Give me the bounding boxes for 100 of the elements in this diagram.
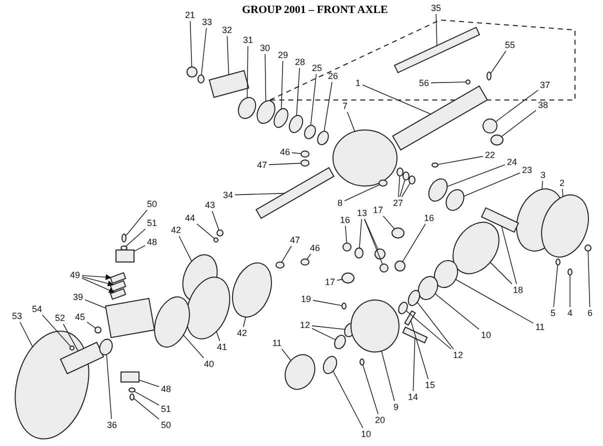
callout-number: 10 [480, 330, 492, 340]
callout-number: 28 [294, 57, 306, 67]
leader-line [359, 218, 362, 248]
leader-line [434, 293, 480, 330]
callout-number: 46 [279, 147, 291, 157]
callout-number: 43 [204, 200, 216, 210]
callout-number: 45 [74, 312, 86, 322]
callout-number: 21 [184, 10, 196, 20]
ring-part [300, 258, 310, 266]
ring-part [568, 268, 572, 276]
leader-line [125, 228, 146, 247]
leader-line [281, 348, 292, 361]
leader-line [542, 180, 543, 190]
leader-line [281, 246, 292, 263]
callout-number: 42 [170, 225, 182, 235]
callout-number: 51 [160, 404, 172, 414]
ring-part [466, 80, 470, 84]
leader-line [138, 380, 160, 388]
callout-number: 25 [311, 63, 323, 73]
callout-number: 48 [146, 237, 158, 247]
callout-number: 36 [106, 420, 118, 430]
callout-number: 46 [309, 243, 321, 253]
callout-number: 42 [236, 328, 248, 338]
ring-part [378, 180, 388, 186]
leader-line [216, 331, 220, 342]
leader-line [82, 276, 114, 286]
callout-number: 22 [484, 150, 496, 160]
leader-line [364, 218, 383, 265]
callout-number: 49 [69, 270, 81, 280]
callout-number: 1 [354, 78, 362, 88]
leader-line [296, 68, 300, 116]
callout-number: 17 [372, 205, 384, 215]
callout-number: 24 [506, 157, 518, 167]
leader-line [401, 182, 410, 198]
callout-number: 14 [407, 392, 419, 402]
ring-part [70, 346, 74, 350]
leader-line [364, 218, 378, 250]
leader-line [446, 164, 506, 187]
ring-part [99, 338, 113, 356]
ring-part [300, 160, 310, 166]
callout-number: 40 [203, 359, 215, 369]
ring-part [350, 300, 400, 352]
ring-part [541, 194, 589, 258]
ring-part [186, 276, 230, 340]
leader-line [82, 274, 112, 280]
ring-part [198, 74, 204, 84]
leader-line [463, 172, 520, 197]
callout-number: 6 [586, 308, 594, 318]
callout-number: 33 [201, 17, 213, 27]
callout-number: 11 [271, 338, 283, 348]
ring-part [396, 168, 404, 176]
callout-number: 53 [11, 311, 23, 321]
callout-number: 10 [360, 429, 372, 439]
callout-number: 15 [424, 380, 436, 390]
ring-part [122, 234, 126, 242]
bracket-part [110, 288, 126, 300]
leader-line [399, 179, 406, 198]
callout-number: 41 [216, 342, 228, 352]
callout-number: 20 [374, 415, 386, 425]
ring-part [428, 178, 448, 202]
callout-number: 51 [146, 218, 158, 228]
leader-line [490, 50, 506, 74]
leader-line [336, 278, 343, 281]
callout-number: 39 [72, 292, 84, 302]
ring-part [238, 97, 256, 119]
leader-line [332, 370, 364, 428]
callout-number: 48 [160, 384, 172, 394]
callout-number: 47 [289, 235, 301, 245]
ring-part [154, 296, 190, 348]
ring-part [14, 330, 90, 440]
ring-part [452, 222, 500, 274]
ring-part [408, 176, 416, 184]
ring-part [482, 118, 498, 134]
leader-line [234, 192, 285, 196]
callout-number: 38 [537, 100, 549, 110]
leader-line [280, 60, 284, 110]
ring-part [342, 302, 346, 310]
callout-number: 31 [242, 35, 254, 45]
leader-line [246, 46, 248, 98]
ring-part [288, 114, 304, 134]
leader-line [312, 300, 342, 306]
leader-line [362, 364, 378, 414]
ring-part [128, 388, 136, 392]
leader-line [306, 254, 312, 260]
callout-number: 30 [259, 43, 271, 53]
callout-number: 11 [534, 322, 546, 332]
leader-line [183, 334, 204, 358]
leader-line [362, 84, 432, 114]
bracket-part [104, 298, 156, 338]
callout-number: 17 [324, 277, 336, 287]
ring-part [130, 394, 134, 400]
ring-part [392, 228, 404, 238]
ring-part [322, 356, 338, 374]
leader-line [133, 398, 160, 420]
callout-number: 32 [221, 25, 233, 35]
ring-part [274, 108, 288, 128]
leader-line [588, 250, 590, 308]
callout-number: 34 [222, 190, 234, 200]
leader-line [243, 316, 246, 328]
ring-part [432, 162, 438, 168]
